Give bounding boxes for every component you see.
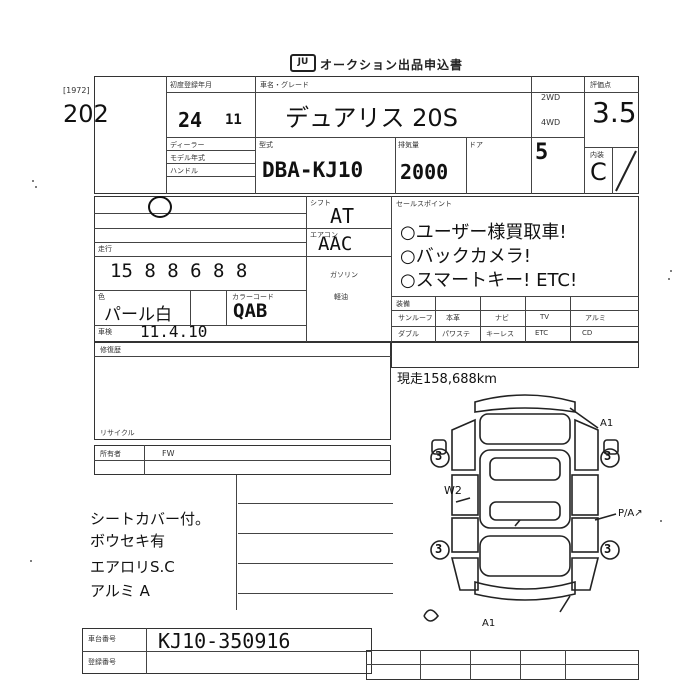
interior-slash: [615, 150, 637, 192]
option-3: ナビ: [495, 314, 509, 322]
top-section-frame: [94, 76, 639, 194]
label-equipment: 装備: [396, 300, 410, 308]
model-code-value: DBA-KJ10: [262, 158, 364, 182]
label-model-year: モデル年式: [170, 154, 205, 162]
label-aircon: エアコン: [310, 231, 338, 239]
inspection-value: 11.4.10: [140, 322, 208, 341]
note-4: アルミ A: [90, 582, 150, 600]
option-10: CD: [582, 329, 593, 337]
label-registration: 登録番号: [88, 658, 116, 666]
middle-section-frame: [94, 196, 639, 342]
label-displacement: 排気量: [398, 141, 419, 149]
year-value: 24: [178, 108, 203, 132]
interior-grade-value: C: [590, 158, 607, 186]
option-5: アルミ: [585, 314, 606, 322]
note-1: シートカバー付。: [90, 510, 211, 528]
note-2: ボウセキ有: [90, 532, 166, 550]
bottom-table: [366, 650, 639, 680]
wheel-mark-2: 3: [604, 449, 612, 463]
label-interior: 内装: [590, 151, 604, 159]
label-doors: ドア: [469, 141, 483, 149]
doors-value: 5: [535, 140, 549, 165]
diagram-mark-w2: W2: [444, 484, 462, 497]
label-shift: シフト: [310, 199, 331, 207]
sales-point-3: ○スマートキー! ETC!: [400, 270, 578, 291]
color-code-value: QAB: [233, 300, 268, 322]
label-score: 評価点: [590, 81, 611, 89]
month-value: 11: [225, 112, 242, 128]
sales-point-2: ○バックカメラ!: [400, 246, 531, 267]
model-name-value: デュアリス 20S: [285, 104, 458, 132]
owner-circle: [148, 196, 172, 218]
label-model: 車名・グレード: [260, 81, 309, 89]
option-6: ダブル: [398, 330, 419, 338]
aircon-value: AAC: [318, 233, 353, 255]
logo-icon: JU: [290, 54, 316, 72]
wheel-mark-3: 3: [435, 542, 443, 556]
car-damage-diagram: [423, 394, 620, 622]
diagram-mark-paint: P/A↗: [618, 508, 643, 519]
label-fuel: ガソリン: [330, 271, 358, 279]
wheel-mark-1: 3: [435, 449, 443, 463]
shift-value: AT: [330, 204, 355, 228]
mileage-note-box: [391, 342, 639, 368]
label-4wd: 4WD: [541, 118, 561, 127]
option-8: キーレス: [486, 330, 514, 338]
option-9: ETC: [535, 329, 549, 337]
note-3: エアロリS.C: [90, 558, 175, 576]
wheel-mark-4: 3: [604, 542, 612, 556]
option-2: 本革: [446, 314, 460, 322]
label-fw: FW: [162, 449, 175, 458]
diagram-mark-a1-top: A1: [600, 418, 614, 429]
sales-point-1: ○ユーザー様買取車!: [400, 222, 567, 243]
label-chassis: 車台番号: [88, 635, 116, 643]
color-value: パール白: [104, 305, 172, 325]
mileage-note-value: 現走158,688km: [397, 372, 497, 387]
label-history: 修復歴: [100, 346, 121, 354]
history-section-frame: [94, 342, 391, 440]
score-value: 3.5: [592, 96, 637, 129]
option-7: パワステ: [442, 330, 470, 338]
lot-number: 202: [63, 100, 109, 128]
displacement-value: 2000: [400, 160, 449, 184]
label-year: 初度登録年月: [170, 81, 212, 89]
diagram-mark-a1-bottom: A1: [482, 618, 496, 629]
mileage-digits-value: 15 8 8 6 8 8: [110, 260, 248, 282]
label-owner: 所有者: [100, 450, 121, 458]
label-handle: ハンドル: [170, 167, 198, 175]
label-model-code: 型式: [259, 141, 273, 149]
chassis-number-value: KJ10-350916: [158, 629, 291, 653]
form-id: [1972]: [63, 86, 90, 95]
label-sales-points: セールスポイント: [396, 200, 452, 208]
label-dealer: ディーラー: [170, 141, 205, 149]
label-recycle: リサイクル: [100, 429, 135, 437]
label-inspection: 車検: [98, 328, 112, 336]
label-color-code: カラーコード: [232, 293, 274, 301]
option-1: サンルーフ: [398, 314, 433, 322]
label-color: 色: [98, 293, 105, 301]
form-title: オークション出品申込書: [320, 58, 464, 72]
label-2wd: 2WD: [541, 93, 561, 102]
label-mileage: 走行: [98, 245, 112, 253]
option-4: TV: [540, 313, 550, 321]
label-fuel-sub: 軽油: [334, 293, 348, 301]
